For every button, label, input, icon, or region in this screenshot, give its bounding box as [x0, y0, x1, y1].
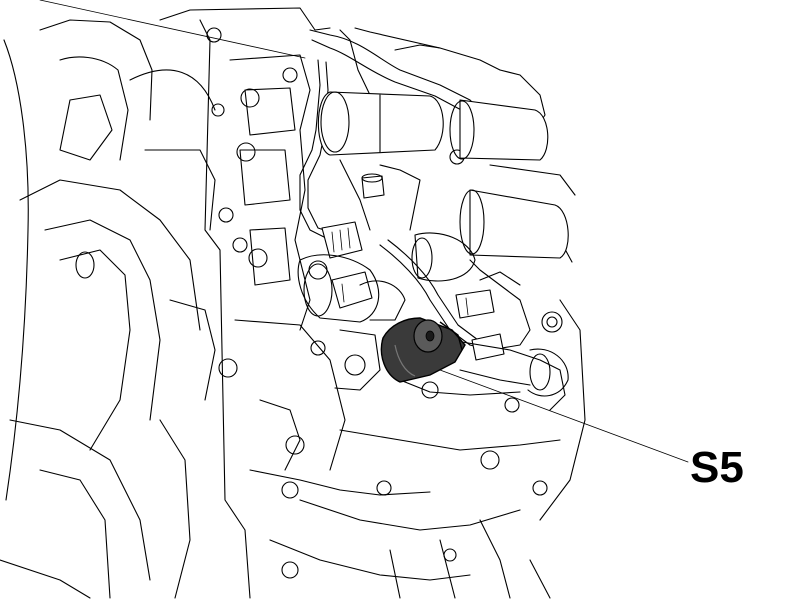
s5-callout-label: S5 — [690, 443, 744, 492]
bolts — [206, 27, 563, 579]
valve-body-plate — [159, 7, 586, 599]
s5-solenoid-core — [425, 330, 435, 342]
solenoid-cylinders — [317, 91, 576, 282]
connectors — [321, 221, 505, 361]
transmission-case — [0, 19, 216, 599]
s5-solenoid — [380, 317, 466, 383]
leader-line-top — [39, 0, 306, 59]
s5-leader-line — [439, 369, 689, 463]
lower-solenoid-body — [297, 254, 569, 411]
